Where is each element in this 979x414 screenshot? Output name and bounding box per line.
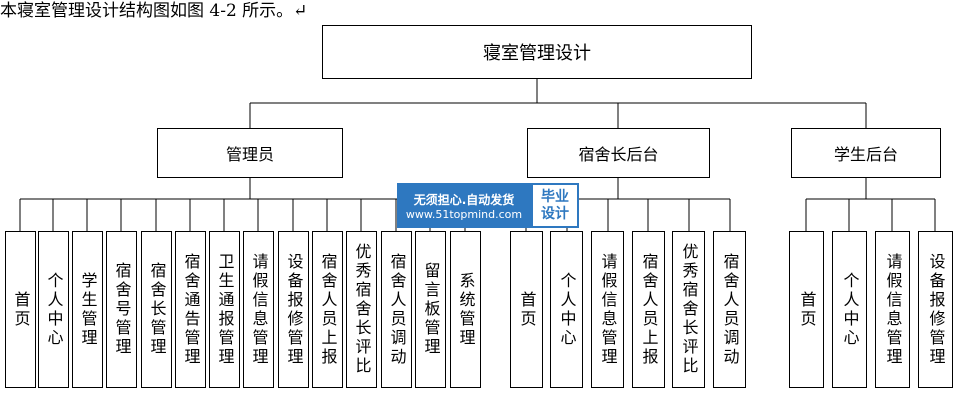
leaf-node: 优秀宿舍长评比	[672, 231, 705, 388]
leaf-node-label: 宿舍人员调动	[720, 252, 740, 367]
leaf-node-label: 设备报修管理	[284, 252, 304, 367]
watermark-url: www.51topmind.com	[405, 207, 523, 221]
group-node-student: 学生后台	[791, 128, 941, 178]
watermark-badge: 毕业 设计	[531, 183, 579, 228]
leaf-node: 首页	[5, 231, 36, 388]
watermark-banner: 无须担心.自动发货 www.51topmind.com	[397, 183, 531, 228]
leaf-node: 优秀宿舍长评比	[346, 231, 377, 388]
leaf-node: 宿舍长管理	[141, 231, 172, 388]
leaf-node: 请假信息管理	[243, 231, 274, 388]
leaf-node-label: 宿舍人员上报	[639, 252, 659, 367]
leaf-node: 宿舍人员上报	[632, 231, 665, 388]
root-node-label: 寝室管理设计	[483, 43, 591, 64]
leaf-node-label: 宿舍长管理	[147, 262, 167, 357]
leaf-node-label: 优秀宿舍长评比	[679, 243, 699, 376]
leaf-node-label: 系统管理	[456, 271, 476, 348]
leaf-node-label: 请假信息管理	[249, 252, 269, 367]
leaf-node: 请假信息管理	[875, 231, 910, 388]
leaf-node-label: 首页	[797, 290, 817, 329]
group-node-admin: 管理员	[157, 128, 343, 178]
leaf-node-label: 首页	[517, 290, 537, 329]
leaf-node-label: 宿舍号管理	[112, 262, 132, 357]
leaf-node-label: 优秀宿舍长评比	[352, 243, 372, 376]
leaf-node-label: 个人中心	[840, 271, 860, 348]
leaf-node: 宿舍人员上报	[312, 231, 343, 388]
leaf-node: 个人中心	[38, 231, 69, 388]
leaf-node-label: 个人中心	[557, 271, 577, 348]
leaf-node-label: 学生管理	[78, 271, 98, 348]
leaf-node-label: 请假信息管理	[598, 252, 618, 367]
leaf-node: 系统管理	[450, 231, 481, 388]
leaf-node: 学生管理	[72, 231, 103, 388]
leaf-node: 请假信息管理	[591, 231, 624, 388]
root-node: 寝室管理设计	[322, 25, 752, 79]
leaf-node: 设备报修管理	[278, 231, 309, 388]
watermark-badge-line1: 毕业	[541, 188, 569, 205]
caption: 本寝室管理设计结构图如图 4-2 所示。↵	[0, 1, 308, 21]
leaf-node: 宿舍号管理	[106, 231, 137, 388]
leaf-node: 宿舍通告管理	[175, 231, 206, 388]
leaf-node-label: 宿舍人员调动	[387, 252, 407, 367]
watermark-slogan: 无须担心.自动发货	[413, 192, 515, 207]
leaf-node: 留言板管理	[415, 231, 446, 388]
leaf-node-label: 宿舍通告管理	[181, 252, 201, 367]
leaf-node-label: 个人中心	[44, 271, 64, 348]
leaf-node: 卫生通报管理	[209, 231, 240, 388]
group-node-dorm-leader: 宿舍长后台	[527, 128, 710, 178]
leaf-node-label: 请假信息管理	[883, 252, 903, 367]
leaf-node: 设备报修管理	[918, 231, 953, 388]
leaf-node-label: 留言板管理	[421, 262, 441, 357]
watermark-badge-line2: 设计	[541, 205, 569, 222]
leaf-node-label: 宿舍人员上报	[318, 252, 338, 367]
leaf-node: 宿舍人员调动	[381, 231, 412, 388]
leaf-node: 首页	[789, 231, 824, 388]
leaf-node: 首页	[510, 231, 543, 388]
leaf-node-label: 首页	[11, 290, 31, 329]
leaf-node: 宿舍人员调动	[713, 231, 746, 388]
watermark: 无须担心.自动发货 www.51topmind.com 毕业 设计	[397, 183, 579, 228]
leaf-node-label: 卫生通报管理	[215, 252, 235, 367]
leaf-node: 个人中心	[832, 231, 867, 388]
group-node-label: 管理员	[225, 145, 274, 164]
group-node-label: 宿舍长后台	[578, 145, 659, 164]
group-node-label: 学生后台	[833, 145, 898, 164]
leaf-node-label: 设备报修管理	[926, 252, 946, 367]
leaf-node: 个人中心	[550, 231, 583, 388]
